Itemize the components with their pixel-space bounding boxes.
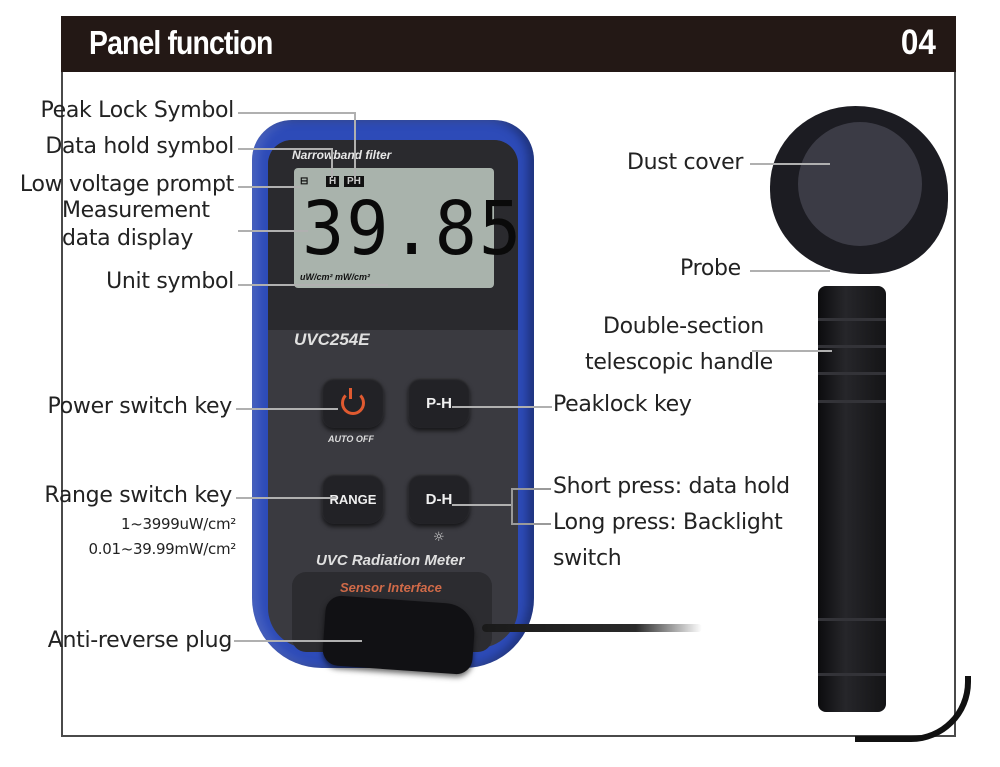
callout-line — [752, 350, 832, 352]
sensor-plug — [321, 594, 477, 676]
label-double-section: Double-section — [603, 314, 764, 339]
peak-hold-button[interactable]: P-H — [408, 378, 470, 428]
content-frame — [61, 16, 956, 737]
backlight-icon: ☼ — [433, 530, 445, 545]
handle-ring — [818, 372, 886, 375]
peak-indicator: PH — [344, 176, 364, 187]
handle-ring — [818, 618, 886, 621]
hold-indicator: H — [326, 176, 340, 187]
page-title: Panel function — [89, 24, 273, 61]
lcd-display: ⊟ H PH 39.85 uW/cm² mW/cm² — [294, 168, 521, 288]
product-name: UVC Radiation Meter — [316, 552, 465, 569]
label-unit-symbol: Unit symbol — [106, 269, 234, 294]
callout-bracket — [511, 523, 551, 525]
battery-icon: ⊟ — [300, 176, 309, 187]
callout-line — [750, 270, 830, 272]
uvc-meter: Narrowband filter ⊟ H PH 39.85 uW/cm² mW… — [252, 120, 534, 676]
callout-line — [238, 230, 308, 232]
label-data-display: data display — [62, 226, 194, 251]
label-range-mw: 0.01~39.99mW/cm² — [88, 540, 237, 558]
label-peak-lock-symbol: Peak Lock Symbol — [40, 98, 234, 123]
label-dust-cover: Dust cover — [627, 150, 744, 175]
label-range-uw: 1~3999uW/cm² — [121, 515, 236, 533]
callout-line — [236, 408, 338, 410]
data-hold-button[interactable]: D-H — [408, 474, 470, 524]
label-range-switch-key: Range switch key — [44, 483, 232, 508]
lcd-units: uW/cm² mW/cm² — [300, 272, 371, 282]
handle-ring — [818, 673, 886, 676]
callout-line — [234, 640, 362, 642]
callout-bracket — [511, 488, 513, 524]
power-icon — [341, 388, 365, 415]
callout-line — [238, 112, 356, 114]
callout-bracket — [511, 488, 551, 490]
callout-line — [238, 284, 388, 286]
range-button[interactable]: RANGE — [322, 474, 384, 524]
callout-line — [236, 497, 336, 499]
filter-label: Narrowband filter — [292, 148, 392, 162]
dust-cover — [798, 122, 922, 246]
label-low-voltage-prompt: Low voltage prompt — [19, 172, 234, 197]
label-power-switch-key: Power switch key — [47, 394, 233, 419]
callout-line — [354, 112, 356, 178]
label-measurement: Measurement — [62, 198, 210, 223]
sensor-cable — [482, 624, 702, 632]
label-short-press: Short press: data hold — [553, 474, 790, 499]
label-probe: Probe — [680, 256, 741, 281]
header-bar: Panel function 04 — [61, 16, 956, 72]
label-peaklock-key: Peaklock key — [553, 392, 692, 417]
callout-line — [452, 504, 512, 506]
page-number: 04 — [900, 23, 936, 62]
telescopic-handle — [818, 286, 886, 712]
sensor-interface-label: Sensor Interface — [340, 580, 442, 595]
callout-line — [331, 148, 333, 178]
handle-ring — [818, 345, 886, 348]
label-telescopic-handle: telescopic handle — [585, 350, 773, 375]
power-button[interactable] — [322, 378, 384, 428]
label-data-hold-symbol: Data hold symbol — [45, 134, 234, 159]
auto-off-label: AUTO OFF — [328, 434, 374, 444]
handle-ring — [818, 318, 886, 321]
label-long-press: Long press: Backlight — [553, 510, 783, 535]
callout-line — [750, 163, 830, 165]
lcd-reading: 39.85 — [302, 186, 524, 272]
handle-ring — [818, 400, 886, 403]
callout-line — [238, 148, 333, 150]
label-anti-reverse-plug: Anti-reverse plug — [47, 628, 233, 653]
model-label: UVC254E — [294, 330, 370, 349]
callout-line — [452, 406, 552, 408]
callout-line — [238, 186, 302, 188]
label-long-press-cont: switch — [553, 546, 622, 571]
